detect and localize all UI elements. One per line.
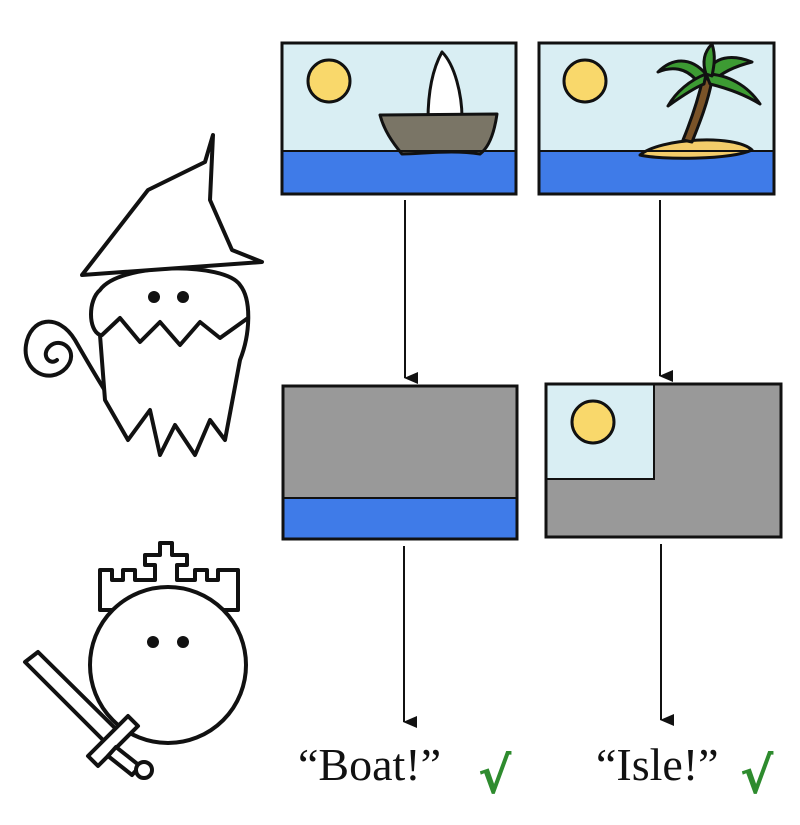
- masked-image-boat: [281, 384, 519, 541]
- check-icon: √: [740, 747, 774, 805]
- palm-island-icon: [638, 42, 762, 160]
- input-image-island: [537, 41, 776, 196]
- masked-image-island: [544, 382, 783, 539]
- sun-icon: [570, 399, 616, 445]
- caption-isle: “Isle!”: [596, 739, 719, 790]
- sun-icon: [562, 58, 608, 104]
- king-eye: [147, 636, 159, 648]
- caption-boat: “Boat!”: [298, 739, 441, 790]
- check-icon: √: [478, 747, 512, 805]
- input-image-boat: [280, 41, 518, 196]
- wizard-icon: [23, 133, 264, 457]
- staff-icon: [23, 319, 132, 432]
- wizard-eye: [148, 291, 160, 303]
- boat-icon: [378, 50, 499, 156]
- king-eye: [177, 636, 189, 648]
- wizard-eye: [177, 291, 189, 303]
- sun-icon: [306, 58, 352, 104]
- king-icon: [23, 541, 248, 780]
- sword-icon: [23, 650, 154, 780]
